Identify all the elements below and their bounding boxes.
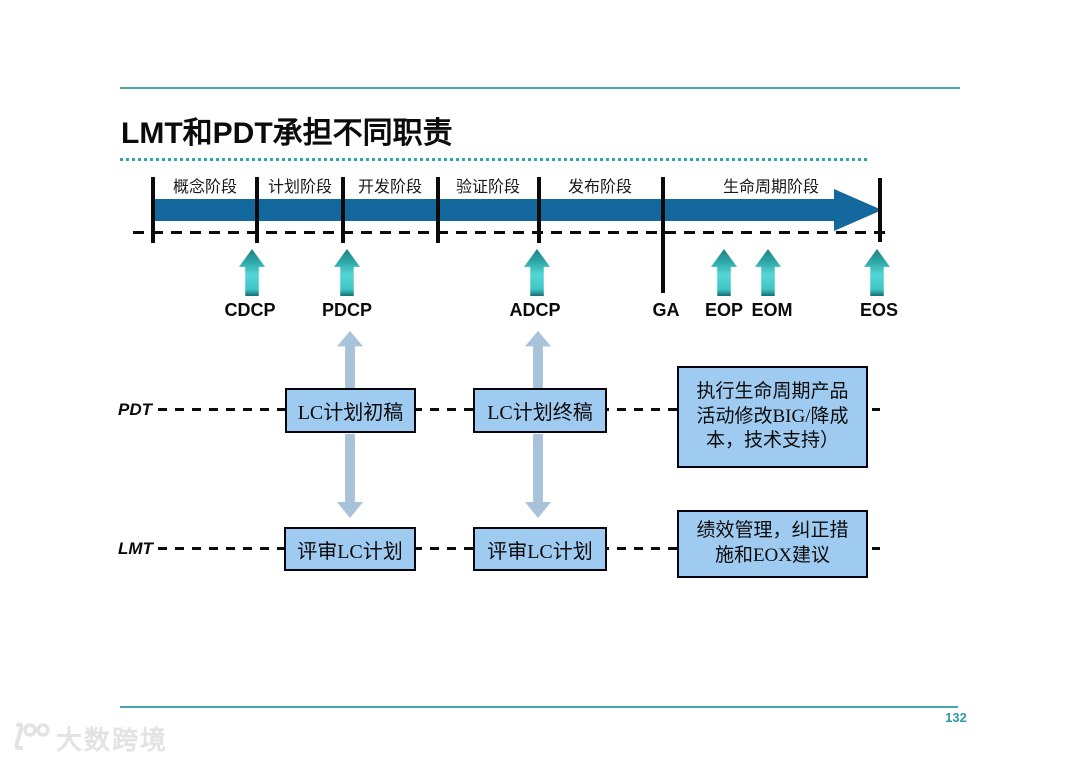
pdt-box-lc-plan-draft: LC计划初稿 — [285, 388, 416, 433]
phase-tick — [341, 177, 345, 243]
phase-label: 概念阶段 — [172, 179, 238, 196]
milestone-label: EOM — [751, 300, 793, 320]
timeline-dashed-baseline — [133, 231, 893, 234]
down-arrow-icon — [525, 434, 551, 518]
pdt-box-lc-plan-final: LC计划终稿 — [473, 388, 607, 433]
milestone-arrow-icon — [524, 249, 550, 296]
ga-milestone-line — [661, 177, 665, 293]
phase-label: 生命周期阶段 — [722, 179, 820, 196]
page-number: 132 — [945, 710, 967, 725]
phase-label: 验证阶段 — [455, 179, 521, 196]
lmt-box-review-plan-1: 评审LC计划 — [284, 527, 416, 571]
phase-tick — [255, 177, 259, 243]
milestone-label: PDCP — [321, 300, 373, 320]
milestone-label: ADCP — [509, 300, 561, 320]
milestone-label: GA — [652, 300, 680, 320]
milestone-arrow-icon — [755, 249, 781, 296]
pdt-lane-label: PDT — [118, 400, 152, 419]
up-arrow-icon — [525, 331, 551, 390]
milestone-arrow-icon — [864, 249, 890, 296]
lmt-lane-label: LMT — [118, 539, 153, 558]
up-arrow-icon — [337, 331, 363, 390]
milestone-arrow-icon — [334, 249, 360, 296]
page-title: LMT和PDT承担不同职责 — [121, 117, 453, 150]
phase-label: 开发阶段 — [357, 179, 423, 196]
watermark-logo-icon — [8, 719, 52, 758]
phase-label: 发布阶段 — [567, 179, 633, 196]
bottom-divider — [120, 706, 958, 708]
watermark-text: 大数跨境 — [56, 725, 169, 755]
phase-label: 计划阶段 — [267, 179, 333, 196]
milestone-label: EOP — [704, 300, 744, 320]
eos-milestone-line — [878, 178, 882, 242]
milestone-label: CDCP — [224, 300, 276, 320]
pdt-box-lifecycle-activities: 执行生命周期产品 活动修改BIG/降成 本，技术支持） — [677, 366, 868, 468]
top-divider — [120, 87, 960, 89]
phase-tick — [436, 177, 440, 243]
milestone-arrow-icon — [239, 249, 265, 296]
title-underline — [120, 158, 868, 161]
timeline-arrowhead-icon — [834, 189, 882, 231]
milestone-arrow-icon — [711, 249, 737, 296]
phase-tick — [151, 177, 155, 243]
phase-tick — [537, 177, 541, 243]
timeline-bar — [153, 199, 836, 221]
lmt-box-review-plan-2: 评审LC计划 — [473, 527, 607, 571]
down-arrow-icon — [337, 434, 363, 518]
milestone-label: EOS — [859, 300, 899, 320]
lmt-box-performance-mgmt: 绩效管理，纠正措 施和EOX建议 — [677, 510, 868, 578]
watermark: 大数跨境 — [8, 719, 168, 758]
